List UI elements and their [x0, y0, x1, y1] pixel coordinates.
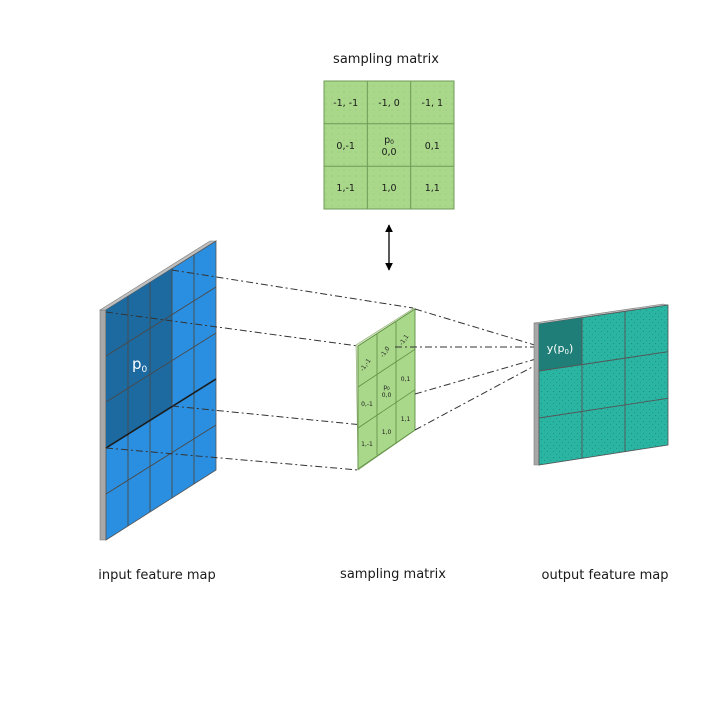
- top-cell-r1c0: 0,-1: [336, 141, 355, 152]
- top-matrix-title: sampling matrix: [333, 52, 439, 67]
- mid-cell-r2c2: 1,1: [401, 416, 411, 423]
- output-map-caption: output feature map: [542, 568, 669, 583]
- top-cell-center-symbol: p0: [384, 135, 394, 146]
- top-cell-r2c2: 1,1: [425, 183, 440, 194]
- top-cell-r0c0: -1, -1: [333, 98, 358, 109]
- top-cell-center-coord: 0,0: [381, 147, 396, 158]
- middle-matrix-caption: sampling matrix: [340, 567, 446, 582]
- top-cell-r0c2: -1, 1: [422, 98, 444, 109]
- mid-cell-r1c0: 0,-1: [361, 401, 373, 408]
- output-feature-map: y(p0): [533, 303, 669, 466]
- top-cell-r0c1: -1, 0: [378, 98, 400, 109]
- middle-sampling-matrix: -1,-1 -1,0 -1,1 0,-1 p0 0,0 0,1 1,-1 1,0…: [355, 307, 416, 471]
- input-feature-map: p0: [98, 240, 218, 541]
- mid-cell-r2c1: 1,0: [382, 429, 392, 436]
- top-sampling-matrix: -1, -1 -1, 0 -1, 1 0,-1 p0 0,0 0,1 1,-1 …: [323, 80, 455, 210]
- mid-cell-center-coord: 0,0: [382, 392, 392, 399]
- mid-cell-r2c0: 1,-1: [361, 441, 373, 448]
- output-value-label: y(p0): [547, 342, 574, 356]
- input-point-label: p0: [132, 355, 148, 375]
- mid-cell-r1c2: 0,1: [401, 376, 411, 383]
- input-map-caption: input feature map: [98, 568, 216, 583]
- top-cell-r1c2: 0,1: [425, 141, 440, 152]
- top-cell-r2c0: 1,-1: [336, 183, 355, 194]
- mid-cell-center-symbol: p0: [383, 384, 390, 391]
- output-connector-lines: [395, 308, 539, 431]
- top-cell-r2c1: 1,0: [381, 183, 396, 194]
